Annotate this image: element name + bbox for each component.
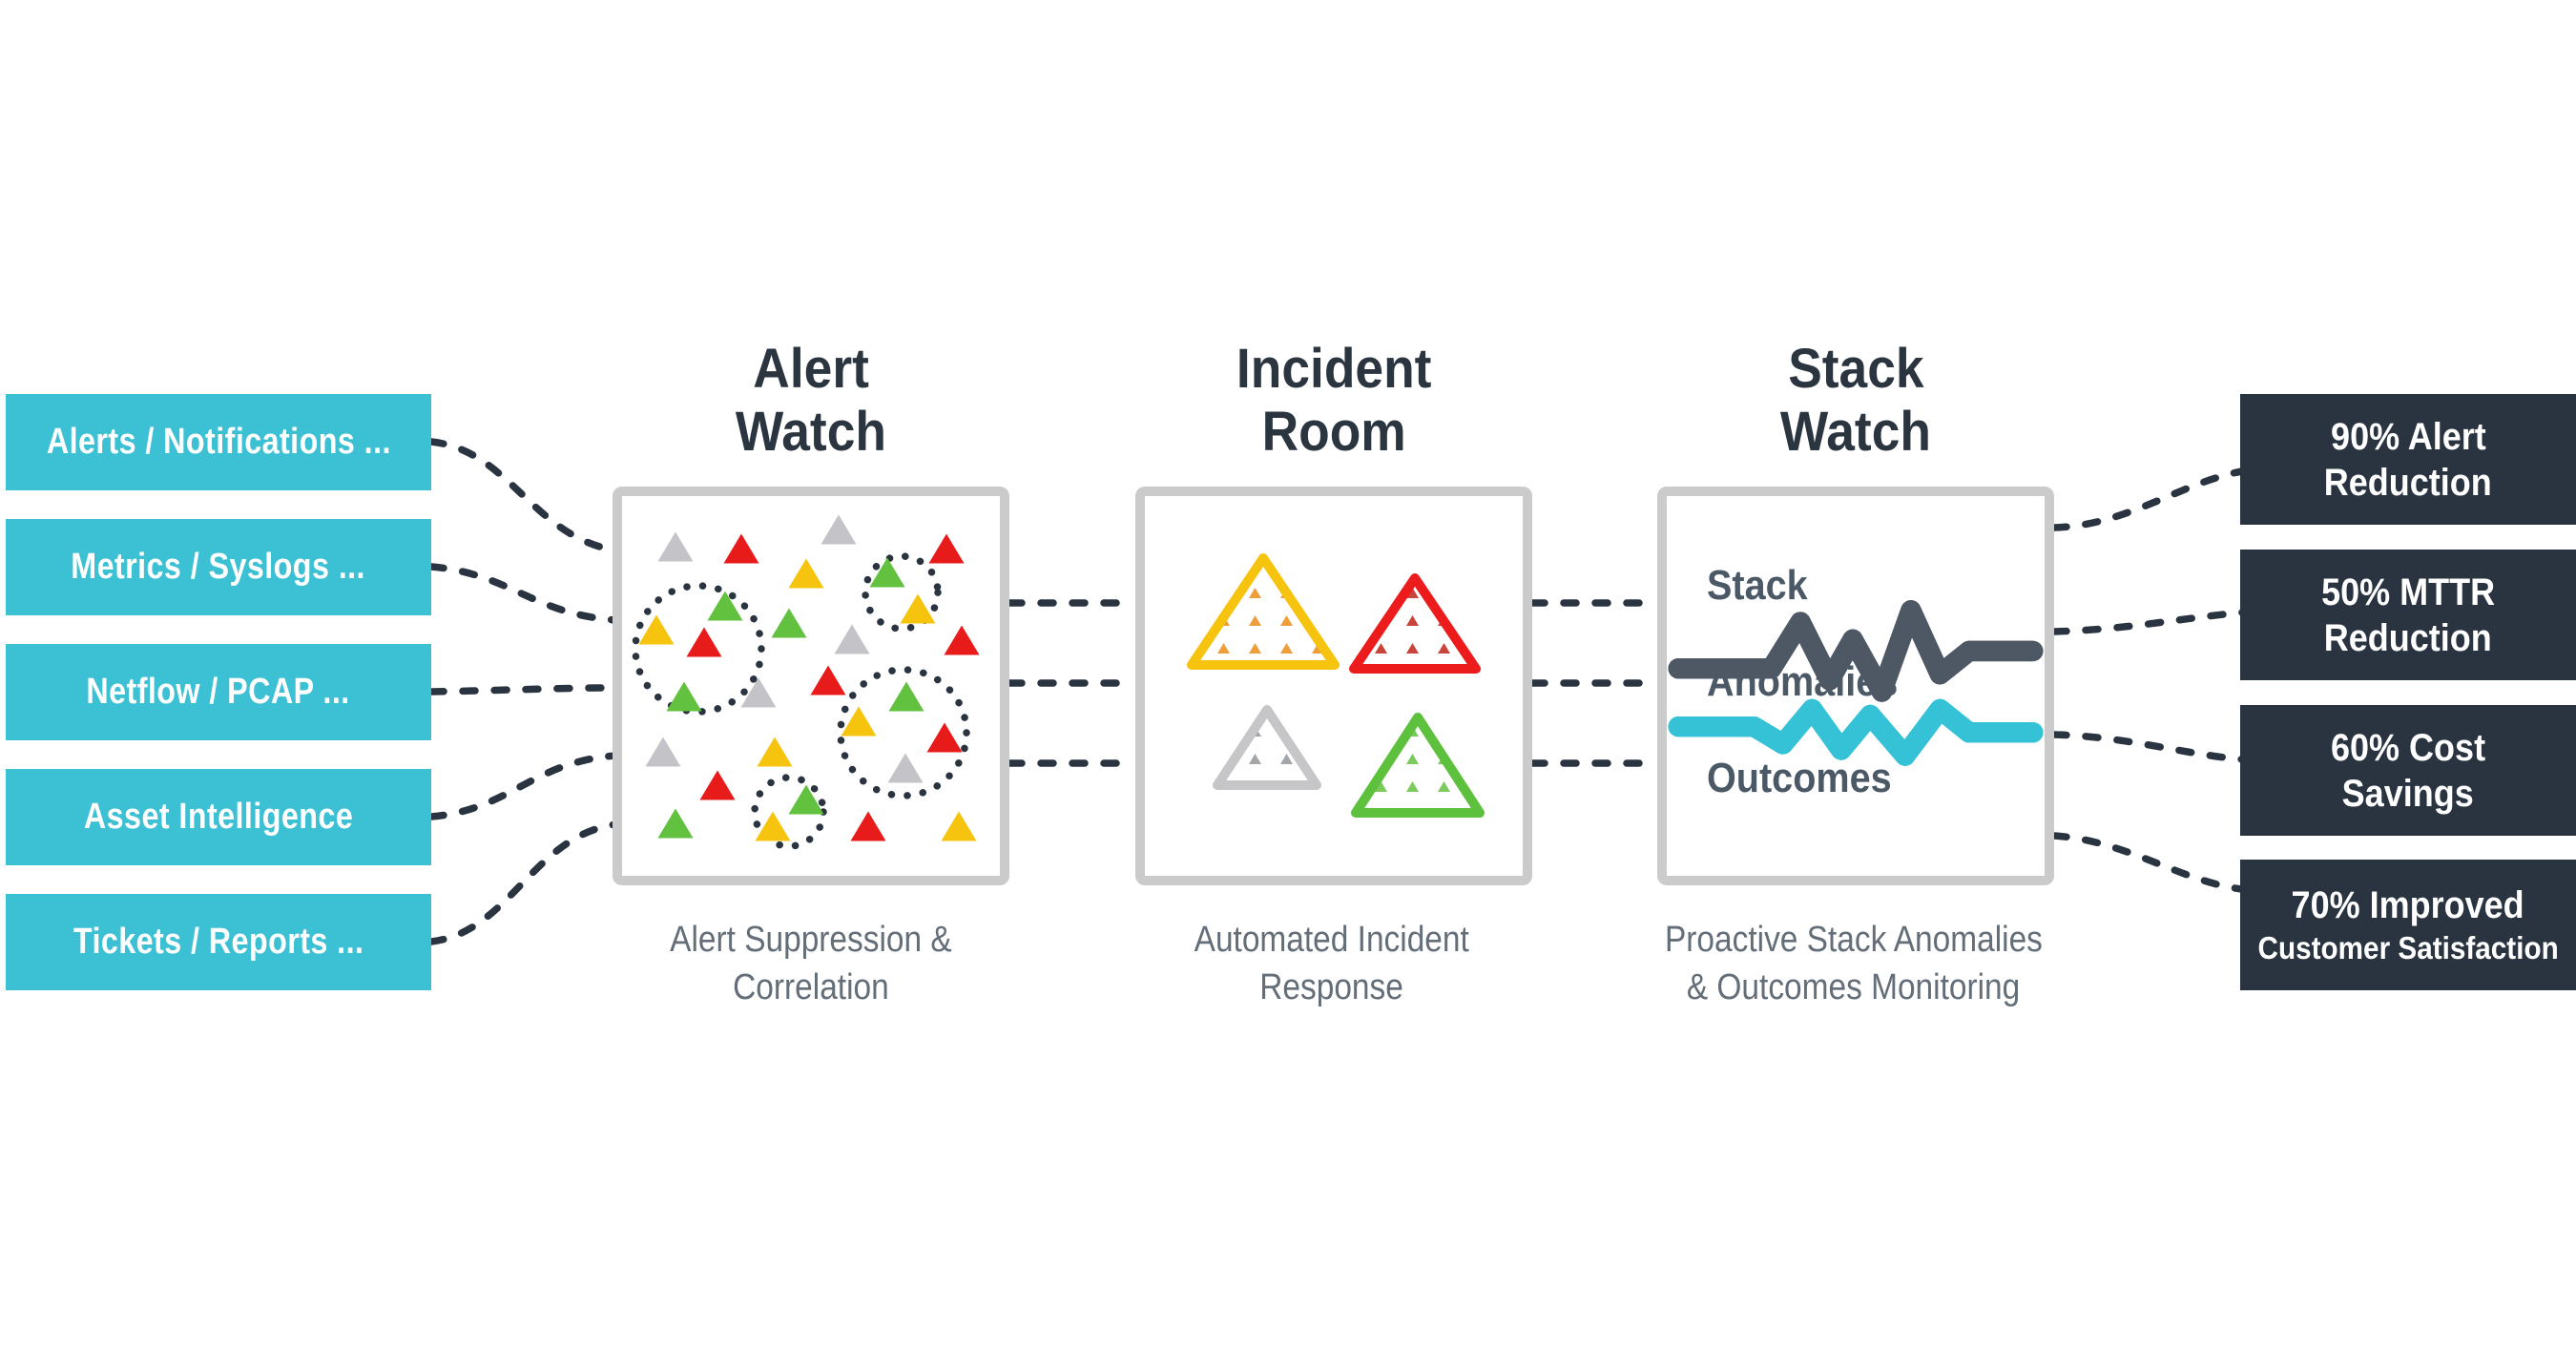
stack-row-label: Stack bbox=[1707, 562, 1808, 609]
wave-dark-line bbox=[1668, 600, 2044, 702]
alert-triangle-gray bbox=[821, 514, 857, 545]
title-line: Watch bbox=[735, 401, 887, 463]
title-line: Alert bbox=[753, 338, 869, 400]
source-label: Asset Intelligence bbox=[83, 797, 354, 837]
outcome-line: Reduction bbox=[2323, 461, 2492, 504]
outcome-line: Savings bbox=[2341, 772, 2475, 815]
alert-triangle-gray bbox=[887, 753, 924, 783]
alert-triangle-gray bbox=[645, 737, 681, 767]
alert-triangle-red bbox=[810, 665, 846, 695]
caption-line: Proactive Stack Anomalies bbox=[1665, 920, 2043, 960]
connector-stack-to-cost-savings bbox=[2050, 731, 2246, 763]
outcome-line: 60% Cost bbox=[2330, 726, 2486, 769]
alert-triangle-gray bbox=[657, 531, 694, 562]
alert-triangle-green bbox=[707, 591, 743, 621]
outcome-line: Customer Satisfaction bbox=[2257, 929, 2559, 965]
panel-incident-room bbox=[1135, 487, 1532, 885]
alert-scatter-plot bbox=[632, 514, 980, 850]
alert-triangle-yellow bbox=[941, 811, 977, 841]
alert-triangle-red bbox=[944, 625, 980, 655]
source-label: Metrics / Syslogs ... bbox=[71, 547, 366, 587]
title-stack-watch: Stack Watch bbox=[1657, 338, 2054, 464]
title-line: Watch bbox=[1779, 401, 1932, 463]
alert-triangle-red bbox=[928, 533, 965, 564]
alert-triangle-gray bbox=[834, 624, 870, 654]
alert-triangle-yellow bbox=[788, 558, 824, 589]
panel-stack-watch: Stack Anomalies Outcomes bbox=[1657, 487, 2054, 885]
title-alert-watch: Alert Watch bbox=[613, 338, 1009, 464]
source-box-asset-intelligence: Asset Intelligence bbox=[6, 769, 431, 865]
cluster-circle bbox=[862, 552, 942, 633]
panel-alert-watch bbox=[613, 487, 1009, 885]
outcome-line: 70% Improved bbox=[2291, 883, 2525, 926]
caption-line: & Outcomes Monitoring bbox=[1687, 967, 2021, 1007]
alert-triangle-green bbox=[788, 784, 824, 815]
cluster-circle bbox=[837, 666, 970, 799]
source-box-tickets-reports: Tickets / Reports ... bbox=[6, 894, 431, 990]
alert-triangle-green bbox=[666, 681, 702, 712]
cluster-circle bbox=[751, 774, 827, 850]
alert-triangle-yellow bbox=[841, 706, 877, 737]
caption-line: Response bbox=[1259, 967, 1404, 1007]
caption-line: Correlation bbox=[733, 967, 889, 1007]
outcome-line: 50% MTTR bbox=[2320, 571, 2496, 613]
outcomes-row: Outcomes bbox=[1668, 600, 2044, 802]
alert-triangle-green bbox=[771, 608, 807, 638]
alert-triangle-green bbox=[657, 808, 694, 839]
title-incident-room: Incident Room bbox=[1135, 338, 1532, 464]
outcome-box-alert-reduction: 90% Alert Reduction bbox=[2240, 394, 2576, 525]
alert-triangle-gray bbox=[740, 677, 777, 708]
alert-triangle-red bbox=[686, 627, 722, 657]
outcome-box-customer-satisfaction: 70% Improved Customer Satisfaction bbox=[2240, 860, 2576, 990]
waveform-icon bbox=[1668, 600, 2044, 766]
alert-triangle-yellow bbox=[900, 593, 936, 624]
alert-triangle-green bbox=[888, 681, 924, 712]
caption-line: Alert Suppression & bbox=[670, 920, 952, 960]
alert-triangle-red bbox=[850, 811, 886, 841]
connector-alerts-to-alert-watch bbox=[427, 438, 620, 554]
caption-line: Automated Incident bbox=[1194, 920, 1470, 960]
alert-triangle-red bbox=[723, 533, 759, 564]
stack-watch-rows: Stack Anomalies Outcomes bbox=[1667, 496, 2045, 876]
source-box-metrics-syslogs: Metrics / Syslogs ... bbox=[6, 519, 431, 615]
connector-netflow-to-alert-watch bbox=[427, 684, 620, 695]
source-label: Tickets / Reports ... bbox=[73, 922, 364, 962]
source-box-netflow-pcap: Netflow / PCAP ... bbox=[6, 644, 431, 740]
connector-stack-to-satisfaction bbox=[2050, 832, 2246, 893]
outcome-box-cost-savings: 60% Cost Savings bbox=[2240, 705, 2576, 836]
title-line: Room bbox=[1261, 401, 1406, 463]
connector-metrics-to-alert-watch bbox=[427, 563, 620, 624]
incident-triangles bbox=[1187, 553, 1485, 818]
caption-incident-room: Automated Incident Response bbox=[1046, 916, 1618, 1011]
alert-triangle-red bbox=[699, 770, 736, 800]
connector-stack-to-mttr-reduction bbox=[2050, 609, 2246, 635]
source-box-alerts-notifications: Alerts / Notifications ... bbox=[6, 394, 431, 490]
alert-triangle-yellow bbox=[638, 614, 675, 645]
source-label: Alerts / Notifications ... bbox=[46, 422, 391, 462]
caption-alert-watch: Alert Suppression & Correlation bbox=[525, 916, 1097, 1011]
alert-triangle-yellow bbox=[757, 737, 793, 767]
outcome-line: Reduction bbox=[2323, 616, 2492, 659]
incident-triangle-yellow bbox=[1187, 553, 1340, 670]
stack-row-label: Outcomes bbox=[1707, 755, 1892, 801]
outcome-line: 90% Alert bbox=[2330, 415, 2486, 458]
cluster-circle bbox=[632, 582, 765, 716]
outcome-box-mttr-reduction: 50% MTTR Reduction bbox=[2240, 550, 2576, 680]
connector-stack-to-alert-reduction bbox=[2050, 467, 2246, 531]
source-label: Netflow / PCAP ... bbox=[86, 672, 351, 712]
incident-triangle-gray bbox=[1213, 705, 1321, 790]
caption-stack-watch: Proactive Stack Anomalies & Outcomes Mon… bbox=[1568, 916, 2140, 1011]
title-line: Incident bbox=[1236, 338, 1432, 400]
incident-triangle-red bbox=[1349, 573, 1481, 674]
alert-triangle-green bbox=[869, 557, 905, 588]
incident-triangle-green bbox=[1351, 713, 1485, 818]
alert-triangle-yellow bbox=[755, 811, 791, 841]
title-line: Stack bbox=[1787, 338, 1924, 400]
alert-triangle-red bbox=[926, 722, 963, 753]
wave-cyan-line bbox=[1668, 698, 2044, 766]
connector-asset-to-alert-watch bbox=[427, 752, 620, 820]
